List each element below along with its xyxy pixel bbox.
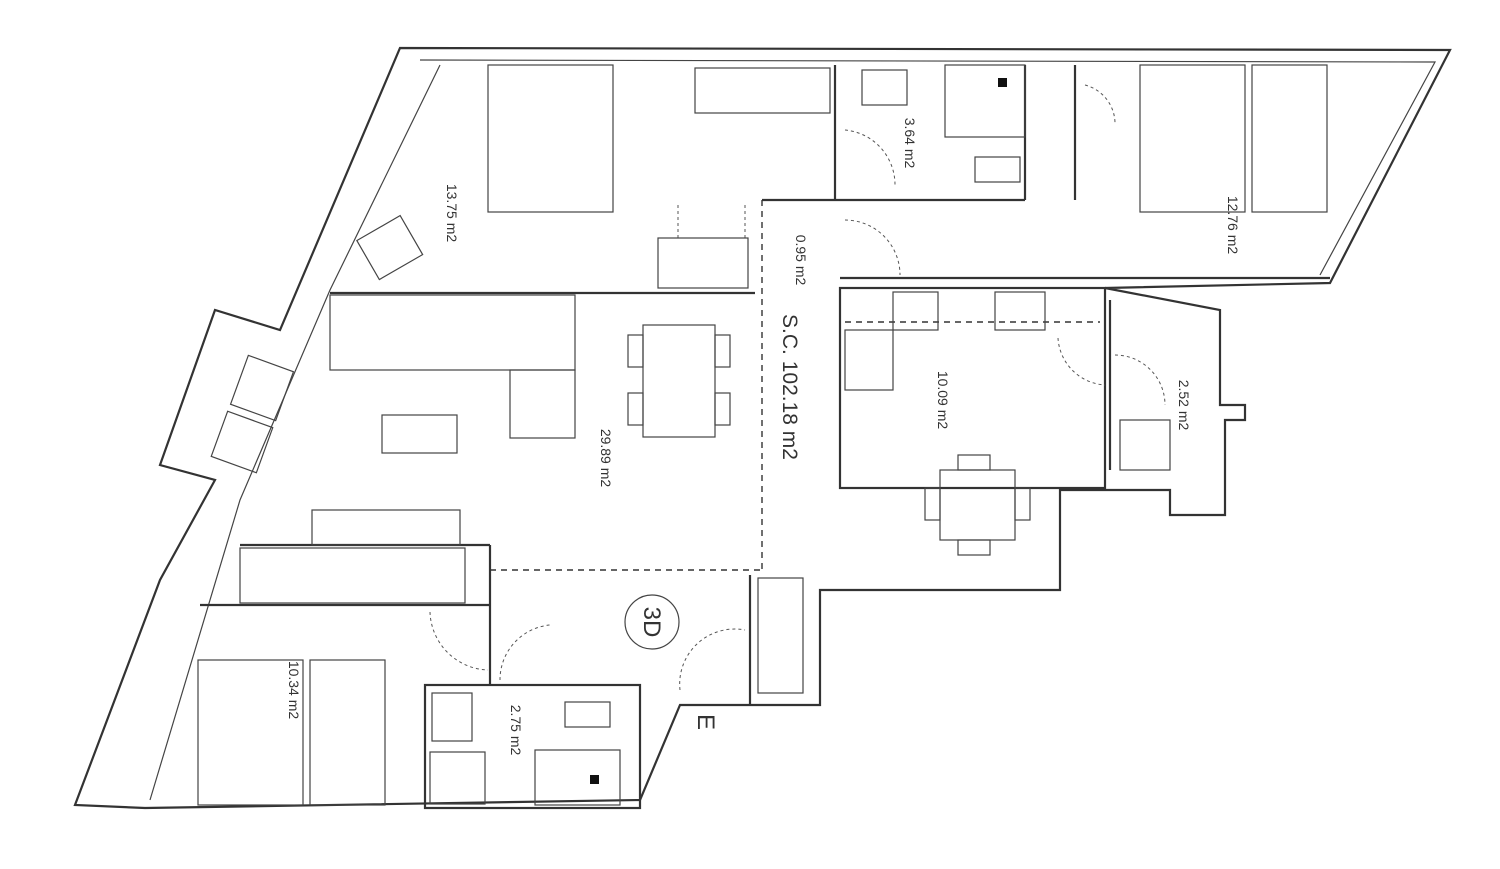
sofa [329,294,576,371]
shower-bottom [429,751,486,805]
total-area-label: S.C. 102.18 m2 [778,314,801,460]
room-area-label: 13.75 m2 [444,184,460,243]
kitchen-sink [892,291,939,331]
toilet-bottom [564,701,611,728]
double-bed [487,64,614,213]
unit-badge [624,594,680,650]
wardrobe-small [657,237,749,289]
room-area-label: 2.75 m2 [508,705,524,756]
twin-bed-1 [1139,64,1246,213]
unit-label: 3D [638,607,665,638]
room-area-label: 2.52 m2 [1176,380,1192,431]
sink-bottom [431,692,473,742]
wardrobe [239,547,466,604]
outer-wall-inner [419,59,1437,276]
room-area-label: 3.64 m2 [902,118,918,169]
drain-icon [590,775,599,784]
room-area-label: 10.34 m2 [286,661,302,720]
shower-tray-bottom [534,749,621,806]
ottoman-2 [210,410,274,474]
kitchen-table [939,469,1016,541]
sofa-chaise [509,369,576,439]
outer-wall [73,46,1452,810]
interior-walls [200,65,1330,810]
twin-bed-2 [1251,64,1328,213]
tv-unit [311,509,461,546]
drain-icon [998,78,1007,87]
washer [1119,419,1171,471]
room-area-label: 12.76 m2 [1225,196,1241,255]
room-area-label: 10.09 m2 [935,371,951,430]
dining-table [642,324,716,438]
ottoman-1 [229,354,295,422]
furniture [197,64,1328,806]
toilet-top [974,156,1021,183]
shower-top [944,64,1026,138]
room-area-label: 29.89 m2 [598,429,614,488]
door-swings [429,84,1166,691]
coffee-table [381,414,458,454]
armchair [356,214,424,281]
entrance-label: E [692,714,719,730]
kitchen-counter [844,329,894,391]
room-area-label: 0.95 m2 [793,235,809,286]
twin-bed-3 [197,659,304,806]
cooktop [994,291,1046,331]
entrance-closet [757,577,804,694]
sink-top [861,69,908,106]
twin-bed-4 [309,659,386,806]
